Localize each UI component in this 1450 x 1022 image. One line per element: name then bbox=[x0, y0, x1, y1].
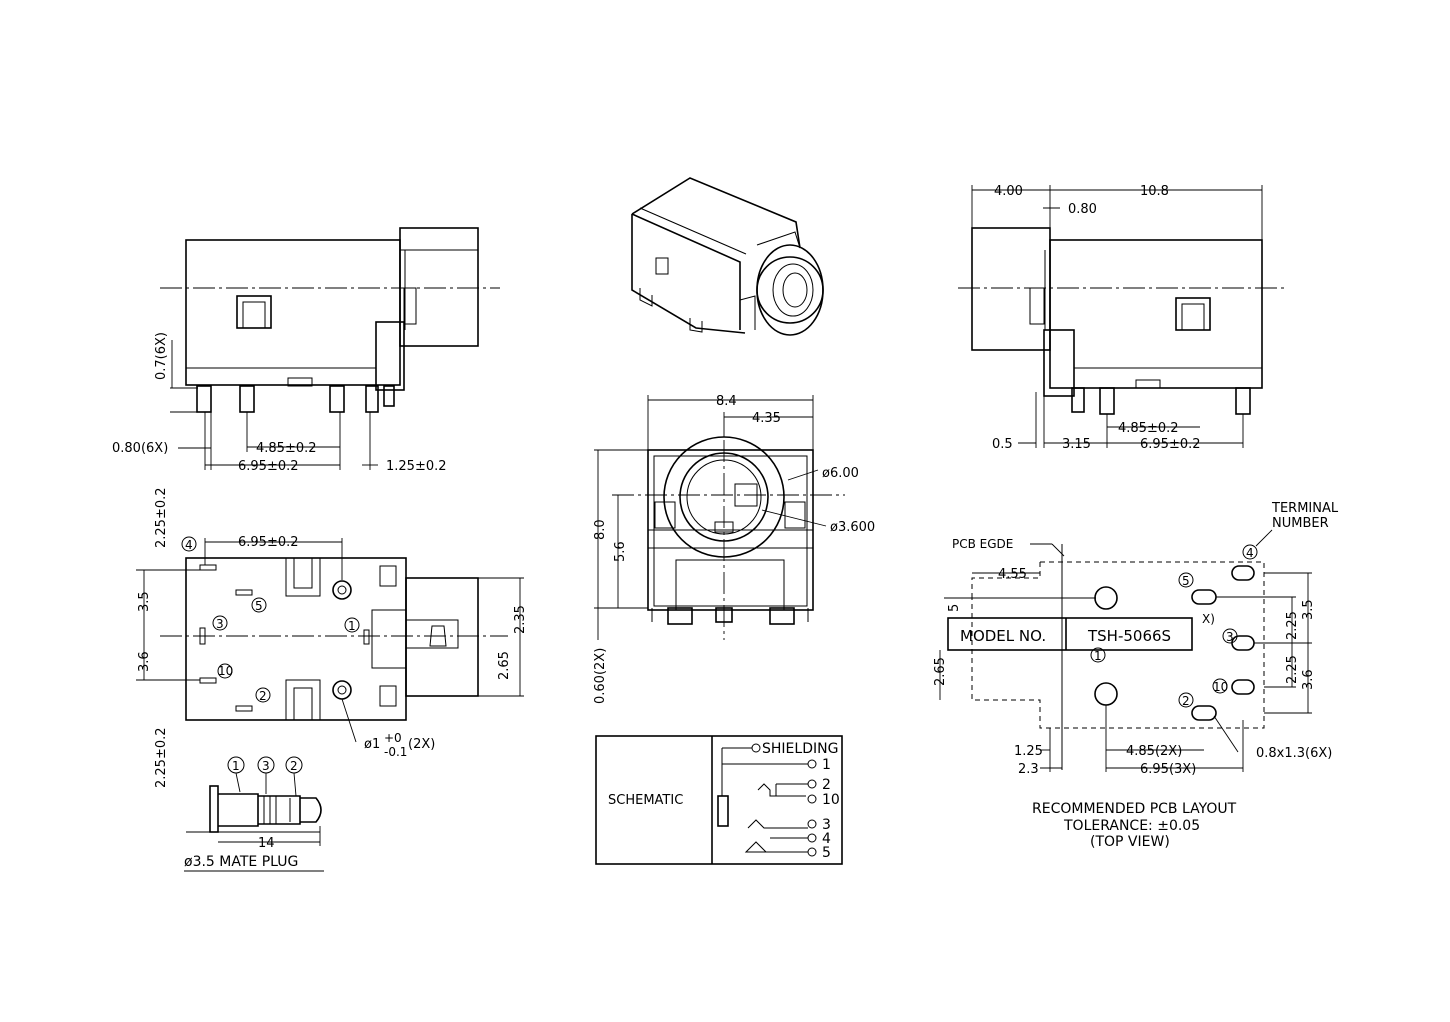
top-pin-2: 2 bbox=[259, 689, 267, 703]
top-pin-1: 1 bbox=[348, 619, 356, 633]
term-shielding: SHIELDING bbox=[762, 741, 838, 757]
dim-offset-125: 1.25±0.2 bbox=[386, 459, 447, 474]
top-view: 4 5 3 1 10 2 6.95±0.2 2.25±0.2 2.25±0.2 … bbox=[136, 487, 528, 788]
dim-pcb-265: 2.65 bbox=[933, 657, 948, 686]
model-label: MODEL NO. bbox=[960, 627, 1046, 645]
term-1: 1 bbox=[822, 757, 831, 773]
term-3: 3 bbox=[822, 817, 831, 833]
dim-hole-tol-plus: +0 bbox=[384, 731, 402, 745]
side-view-right: 4.00 10.8 0.80 4.85±0.2 0.5 3.15 6.95±0.… bbox=[958, 184, 1288, 452]
dim-bottom-margin: 2.25±0.2 bbox=[154, 727, 169, 788]
side-view-left: 0.7(6X) 0.80(6X) 4.85±0.2 6.95±0.2 1.25±… bbox=[112, 227, 500, 474]
dim-right-485: 4.85±0.2 bbox=[1118, 421, 1179, 436]
mate-plug: 1 3 2 14 ø3.5 MATE PLUG bbox=[184, 756, 324, 872]
pcb-pin-5: 5 bbox=[1182, 574, 1190, 588]
pcb-layout: TERMINAL NUMBER PCB EGDE MODEL NO. TSH-5… bbox=[933, 501, 1339, 850]
dim-right-315: 3.15 bbox=[1062, 437, 1091, 452]
dim-pcb-225a: 2.25 bbox=[1285, 611, 1300, 640]
top-pin-5: 5 bbox=[255, 599, 263, 613]
dim-top-36: 3.6 bbox=[137, 651, 152, 672]
dim-pcb-455: 4.55 bbox=[998, 567, 1027, 582]
dim-pcb-slot: 0.8x1.3(6X) bbox=[1256, 746, 1332, 761]
pcb-caption-2: TOLERANCE: ±0.05 bbox=[1063, 818, 1200, 834]
dim-top-080: 0.80 bbox=[1068, 202, 1097, 217]
dim-pcb-23: 2.3 bbox=[1018, 762, 1039, 777]
dim-right-05: 0.5 bbox=[992, 437, 1013, 452]
schematic: SCHEMATIC SHIELDING 1 2 10 3 4 5 bbox=[595, 735, 843, 865]
dim-top-695: 6.95±0.2 bbox=[238, 535, 299, 550]
terminal-label-2: NUMBER bbox=[1272, 516, 1329, 531]
dim-pcb-695: 6.95(3X) bbox=[1140, 762, 1196, 777]
dim-front-56: 5.6 bbox=[613, 541, 628, 562]
top-pin-10: 10 bbox=[218, 664, 233, 678]
dim-plug-14: 14 bbox=[258, 836, 275, 851]
pcb-caption-3: (TOP VIEW) bbox=[1090, 834, 1170, 850]
pcb-pin-10: 10 bbox=[1213, 680, 1228, 694]
term-5: 5 bbox=[822, 845, 831, 861]
dim-front-lead: 0.60(2X) bbox=[593, 648, 608, 704]
isometric-view bbox=[631, 177, 824, 336]
plug-pin-3: 3 bbox=[262, 759, 270, 773]
dim-pitch-485: 4.85±0.2 bbox=[256, 441, 317, 456]
dim-pcb-225b: 2.25 bbox=[1285, 655, 1300, 684]
dim-top-margin: 2.25±0.2 bbox=[154, 487, 169, 548]
dim-right-695: 6.95±0.2 bbox=[1140, 437, 1201, 452]
dim-top-265: 2.65 bbox=[497, 651, 512, 680]
top-pin-4: 4 bbox=[185, 538, 193, 552]
dim-front-80: 8.0 bbox=[593, 519, 608, 540]
dim-lead-length: 0.7(6X) bbox=[154, 332, 169, 380]
dim-front-84: 8.4 bbox=[716, 394, 737, 409]
dim-top-235: 2.35 bbox=[513, 605, 528, 634]
dim-pcb-5: 5 bbox=[947, 604, 962, 612]
plug-pin-1: 1 bbox=[232, 759, 240, 773]
pcb-pin-3: 3 bbox=[1226, 630, 1234, 644]
front-view: 8.4 4.35 8.0 5.6 0.60(2X) ø6.00 ø3.600 bbox=[593, 394, 875, 704]
dim-hole-count: (2X) bbox=[408, 737, 435, 752]
dim-pitch-695: 6.95±0.2 bbox=[238, 459, 299, 474]
dim-top-35: 3.5 bbox=[137, 591, 152, 612]
x-mark: X) bbox=[1202, 612, 1215, 626]
dim-front-435: 4.35 bbox=[752, 411, 781, 426]
term-4: 4 bbox=[822, 831, 831, 847]
model-value: TSH-5066S bbox=[1087, 627, 1171, 645]
plug-pin-2: 2 bbox=[290, 759, 298, 773]
top-pin-3: 3 bbox=[216, 617, 224, 631]
dim-top-108: 10.8 bbox=[1140, 184, 1169, 199]
pcb-pin-4: 4 bbox=[1246, 546, 1254, 560]
term-2: 2 bbox=[822, 777, 831, 793]
dim-pcb-35: 3.5 bbox=[1301, 599, 1316, 620]
dim-pcb-125: 1.25 bbox=[1014, 744, 1043, 759]
plug-caption: ø3.5 MATE PLUG bbox=[184, 854, 298, 870]
terminal-label-1: TERMINAL bbox=[1271, 501, 1339, 516]
dim-pcb-36: 3.6 bbox=[1301, 669, 1316, 690]
dim-top-400: 4.00 bbox=[994, 184, 1023, 199]
dim-front-dia6: ø6.00 bbox=[822, 466, 859, 481]
pcb-pin-2: 2 bbox=[1182, 694, 1190, 708]
schematic-label: SCHEMATIC bbox=[608, 793, 683, 808]
pcb-pin-1: 1 bbox=[1094, 649, 1102, 663]
dim-hole-tol-minus: -0.1 bbox=[384, 745, 407, 759]
dim-front-dia36: ø3.600 bbox=[830, 520, 875, 535]
pcb-caption-1: RECOMMENDED PCB LAYOUT bbox=[1032, 801, 1237, 817]
dim-lead-width: 0.80(6X) bbox=[112, 441, 168, 456]
dim-pcb-485: 4.85(2X) bbox=[1126, 744, 1182, 759]
term-10: 10 bbox=[822, 792, 840, 808]
pcb-edge-label: PCB EGDE bbox=[952, 537, 1013, 551]
dim-hole-dia: ø1 bbox=[364, 737, 380, 752]
